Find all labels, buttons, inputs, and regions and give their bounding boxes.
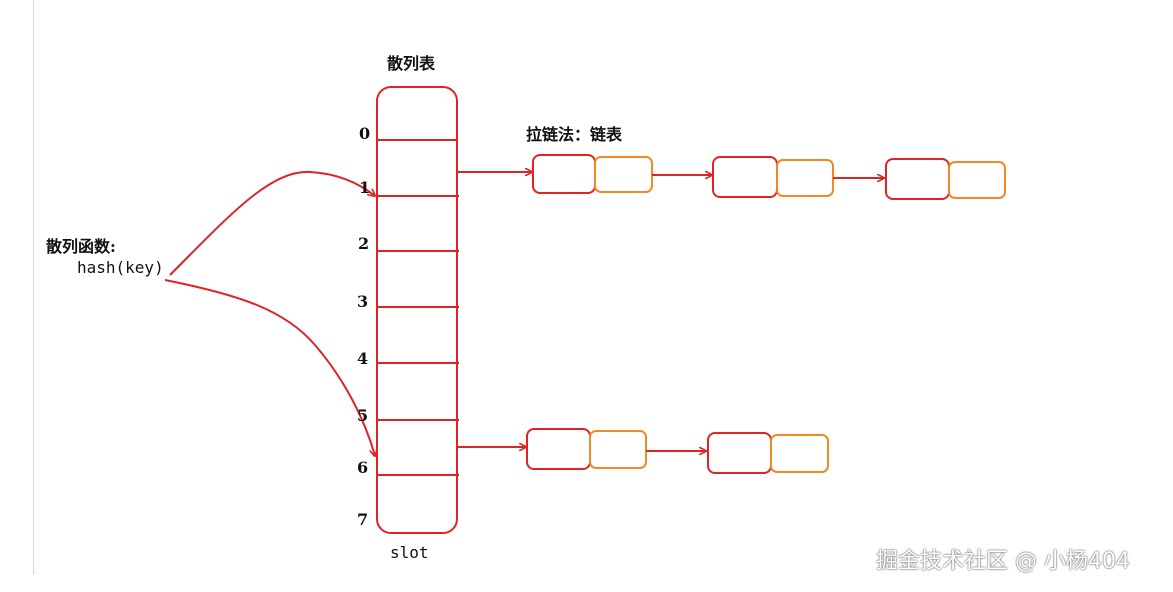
chain1-node3-next [948,161,1006,199]
hash-table [376,86,458,534]
chain2-node1-next [589,430,647,469]
slot-index-5: 5 [357,406,369,425]
chain1-node1-next [594,156,653,193]
slot-index-3: 3 [357,292,369,311]
slot-label: slot [390,543,429,562]
slot-index-4: 4 [357,349,369,368]
chain2-node2-key [707,432,772,474]
hash-arrow-to-slot-6 [164,279,375,456]
slot-index-6: 6 [357,458,369,477]
watermark: 掘金技术社区 @ 小杨404 [876,549,1130,574]
chain1-node1-key [532,154,596,194]
slot-index-0: 0 [359,124,371,143]
hash-table-title: 散列表 [387,54,436,73]
chain2-node1-key [526,428,591,470]
left-divider [33,0,34,575]
slot-index-2: 2 [358,234,370,253]
hash-function-title: 散列函数: [46,237,116,256]
hash-arrow-to-slot-1 [169,170,375,276]
chain2-node2-next [770,434,829,473]
chain1-node2-key [712,156,778,198]
chaining-title: 拉链法：链表 [526,125,623,144]
chain1-node3-key [885,158,950,200]
chain1-node2-next [776,159,834,197]
slot-index-1: 1 [359,178,371,197]
slot-index-7: 7 [357,510,369,529]
hash-function-expression: hash(key) [77,258,164,277]
slot-dividers [377,139,459,476]
